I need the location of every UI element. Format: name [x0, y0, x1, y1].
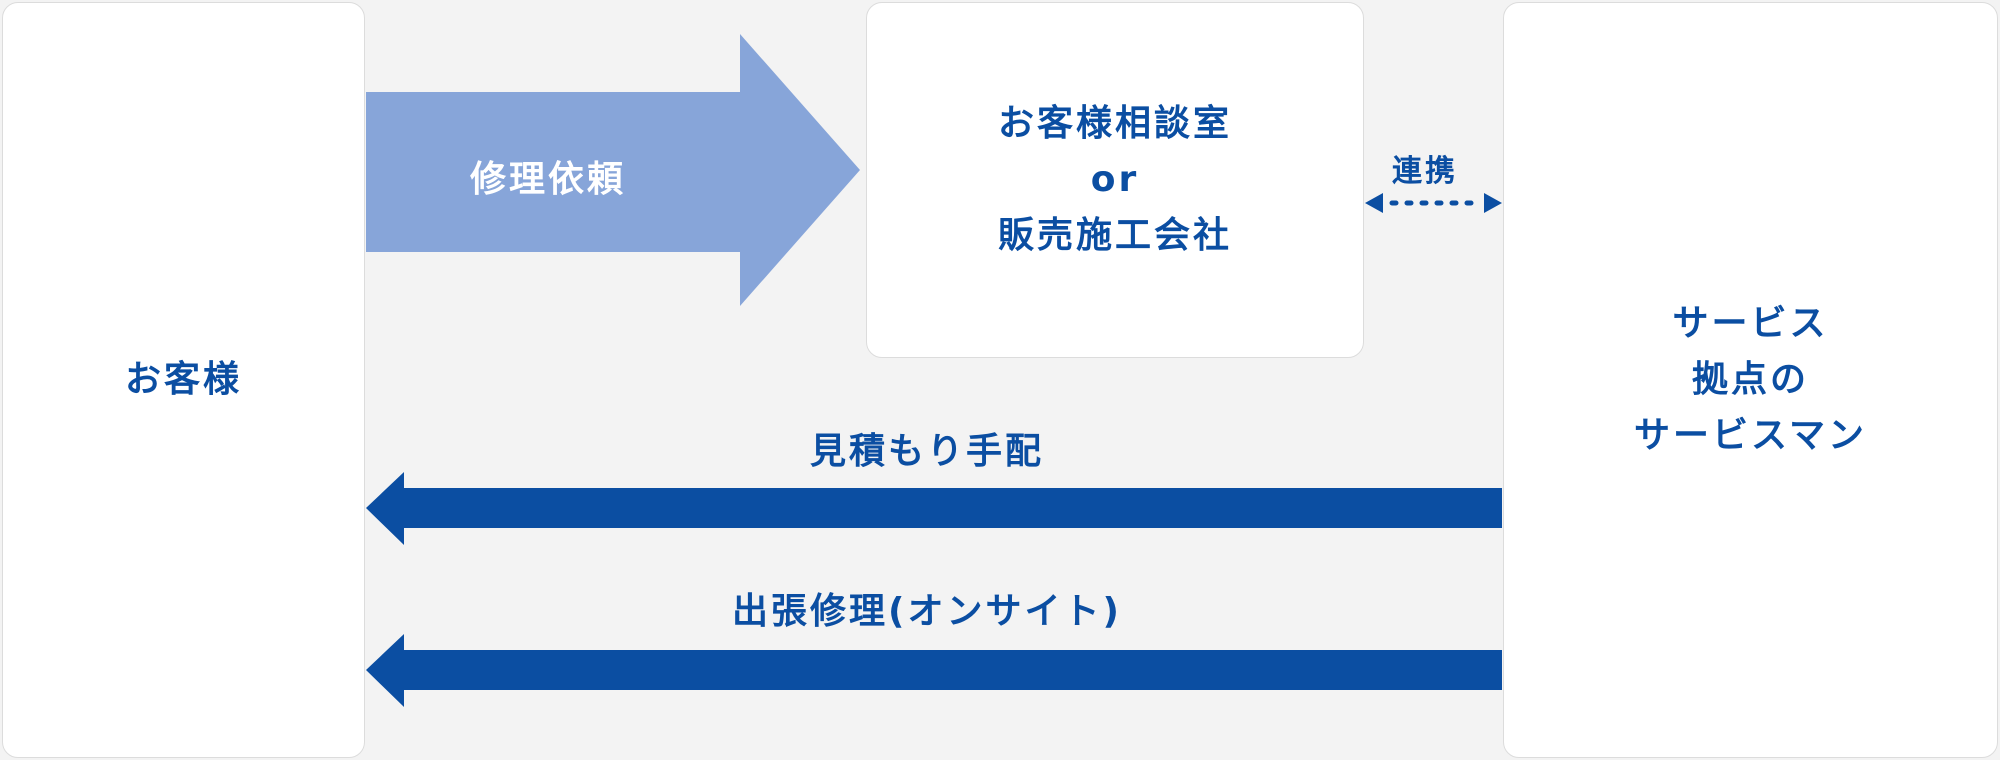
cooperation-arrow [1365, 193, 1502, 213]
cooperation-arrowhead-right [1484, 193, 1502, 213]
node-service-label: サービス 拠点の サービスマン [1634, 303, 1867, 456]
node-customer: お客様 [2, 2, 365, 758]
repair-request-arrow [366, 34, 860, 306]
onsite-repair-label: 出張修理(オンサイト) [732, 591, 1122, 632]
node-consultation: お客様相談室 or 販売施工会社 [866, 2, 1364, 358]
node-customer-label: お客様 [124, 359, 242, 401]
estimate-arrow [366, 472, 1502, 545]
node-service: サービス 拠点の サービスマン [1503, 2, 1998, 758]
estimate-label: 見積もり手配 [810, 431, 1045, 472]
node-consultation-label: お客様相談室 or 販売施工会社 [997, 103, 1232, 256]
cooperation-arrowhead-left [1365, 193, 1383, 213]
repair-request-label: 修理依頼 [470, 159, 627, 200]
onsite-repair-arrow [366, 634, 1502, 707]
cooperation-label: 連携 [1392, 154, 1458, 189]
